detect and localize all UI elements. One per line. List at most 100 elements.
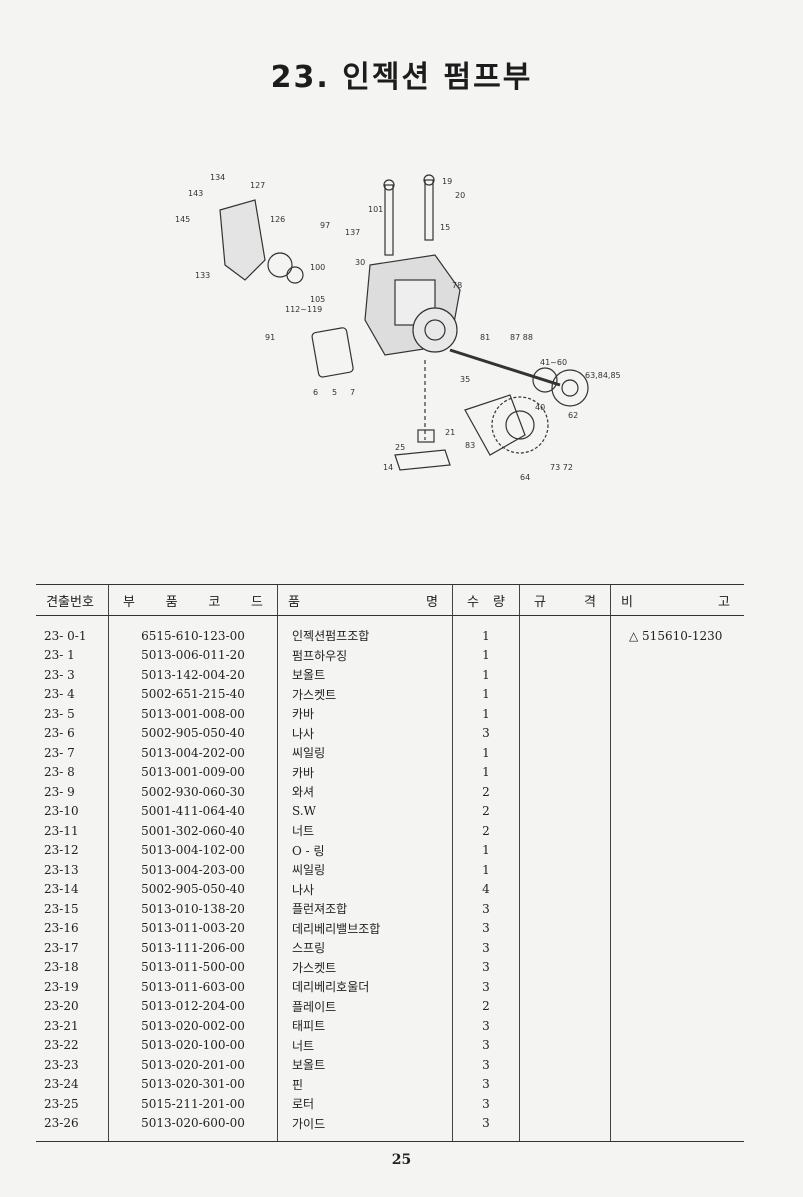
part-code-cell: 5015-211-201-00 — [108, 1094, 278, 1114]
quantity-cell: 3 — [452, 1094, 520, 1114]
part-code-cell: 5013-004-202-00 — [108, 743, 278, 763]
part-code-cell: 5013-011-003-20 — [108, 918, 278, 938]
quantity-cell: 3 — [452, 723, 520, 743]
diagram-label: 81 — [480, 333, 490, 342]
remarks-cell — [610, 801, 744, 821]
part-no-cell: 23-25 — [44, 1096, 79, 1111]
part-no-cell: 23-14 — [44, 882, 79, 897]
spec-cell — [519, 665, 611, 685]
part-code-cell: 5013-020-600-00 — [108, 1113, 278, 1142]
spec-cell — [519, 782, 611, 802]
part-no-cell: 23-15 — [44, 901, 79, 916]
remarks-cell — [610, 996, 744, 1016]
diagram-label: 105 — [310, 295, 325, 304]
remarks-cell — [610, 957, 744, 977]
part-no-cell: 23-16 — [44, 921, 79, 936]
part-code-cell: 5013-004-102-00 — [108, 840, 278, 860]
remarks-cell — [610, 938, 744, 958]
remarks-cell — [610, 704, 744, 724]
quantity-cell: 2 — [452, 782, 520, 802]
remarks-cell — [610, 1113, 744, 1142]
part-name-cell: O - 링 — [277, 840, 453, 860]
remarks-cell — [610, 684, 744, 704]
spec-cell — [519, 821, 611, 841]
remarks-cell — [610, 782, 744, 802]
quantity-cell: 1 — [452, 840, 520, 860]
quantity-cell: 3 — [452, 1074, 520, 1094]
diagram-label: 6 — [313, 388, 318, 397]
part-code-cell: 5013-142-004-20 — [108, 665, 278, 685]
part-code-cell: 5001-302-060-40 — [108, 821, 278, 841]
quantity-cell: 3 — [452, 1055, 520, 1075]
spec-cell — [519, 938, 611, 958]
quantity-cell: 2 — [452, 821, 520, 841]
spec-cell — [519, 879, 611, 899]
diagram-label: 78 — [452, 281, 462, 290]
part-no-cell: 23-17 — [44, 940, 79, 955]
quantity-cell: 1 — [452, 684, 520, 704]
quantity-cell: 3 — [452, 899, 520, 919]
spec-cell — [519, 1094, 611, 1114]
part-no-cell: 23- 6 — [44, 726, 75, 741]
part-code-cell: 5013-020-301-00 — [108, 1074, 278, 1094]
spec-cell — [519, 1074, 611, 1094]
part-name-cell: 플레이트 — [277, 996, 453, 1016]
diagram-label: 112~119 — [285, 305, 322, 314]
remarks-cell — [610, 899, 744, 919]
part-name-cell: 보올트 — [277, 1055, 453, 1075]
remarks-cell — [610, 1016, 744, 1036]
part-name-cell: 로터 — [277, 1094, 453, 1114]
part-code-cell: 6515-610-123-00 — [108, 615, 278, 646]
remarks-cell — [610, 821, 744, 841]
part-name-cell: 너트 — [277, 1035, 453, 1055]
page-number: 25 — [391, 1152, 412, 1168]
diagram-label: 127 — [250, 181, 265, 190]
diagram-label: 91 — [265, 333, 275, 342]
quantity-cell: 1 — [452, 860, 520, 880]
quantity-cell: 1 — [452, 704, 520, 724]
diagram-label: 83 — [465, 441, 475, 450]
spec-cell — [519, 801, 611, 821]
diagram-label: 133 — [195, 271, 210, 280]
header-part-no: 견출번호 — [36, 584, 109, 616]
quantity-cell: 2 — [452, 996, 520, 1016]
part-name-cell: 인젝션펌프조합 — [277, 615, 453, 646]
spec-cell — [519, 704, 611, 724]
diagram-label: 126 — [270, 215, 285, 224]
diagram-label: 5 — [332, 388, 337, 397]
part-name-cell: S.W — [277, 801, 453, 821]
remarks-cell — [610, 723, 744, 743]
part-name-cell: 씨일링 — [277, 860, 453, 880]
quantity-cell: 1 — [452, 743, 520, 763]
part-no-cell: 23-12 — [44, 843, 79, 858]
diagram-label: 21 — [445, 428, 455, 437]
remarks-cell — [610, 743, 744, 763]
spec-cell — [519, 615, 611, 646]
diagram-label: 73 72 — [550, 463, 573, 472]
part-no-cell: 23- 4 — [44, 687, 75, 702]
quantity-cell: 3 — [452, 1016, 520, 1036]
diagram-label: 97 — [320, 221, 330, 230]
diagram-label: 35 — [460, 375, 470, 384]
spec-cell — [519, 957, 611, 977]
spec-cell — [519, 860, 611, 880]
diagram-label: 145 — [175, 215, 190, 224]
spec-cell — [519, 762, 611, 782]
